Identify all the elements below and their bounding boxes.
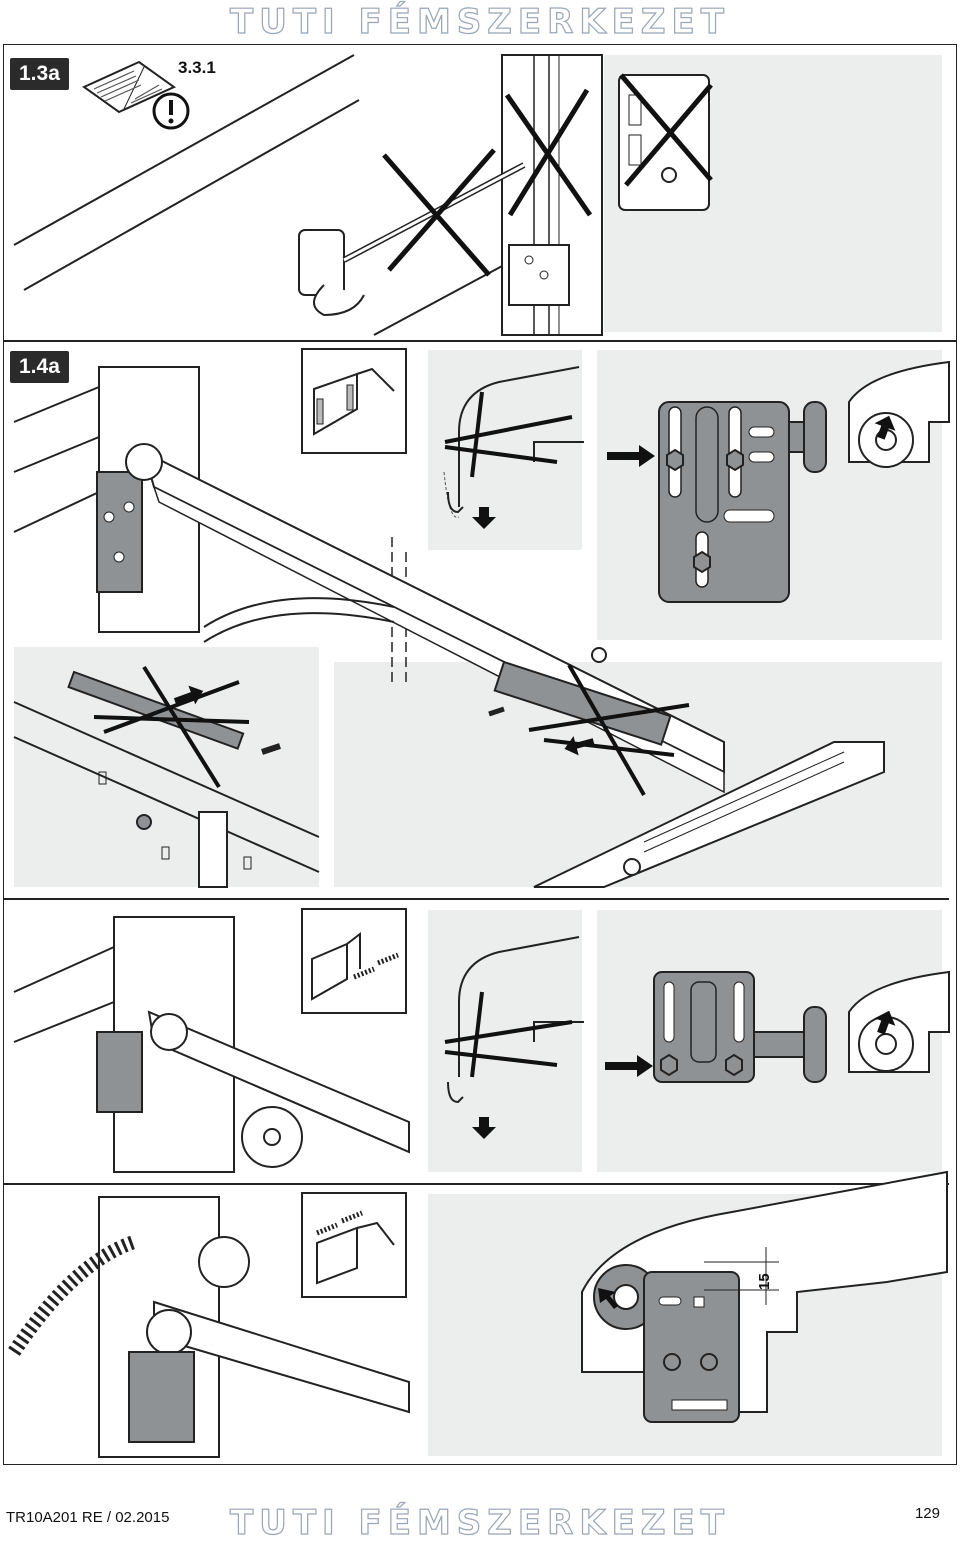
- watermark-bottom: TUTI FÉMSZERKEZET: [229, 1502, 730, 1543]
- cross-out-icon: [444, 391, 573, 478]
- warning-icon: [152, 92, 190, 130]
- trim-tool-icon: [301, 1192, 407, 1298]
- reference-number: 3.3.1: [178, 58, 216, 77]
- cross-out-icon: [619, 73, 713, 187]
- trim-tool-icon: [301, 348, 407, 454]
- page-number: 129: [914, 1505, 940, 1522]
- cross-out-icon: [528, 664, 690, 796]
- trim-tool-icon: [301, 908, 407, 1014]
- cross-out-icon: [93, 665, 250, 789]
- cross-out-icon: [382, 148, 496, 277]
- manual-icon: [82, 60, 176, 114]
- arrow-icon: [874, 415, 896, 440]
- section-label-1-3a: 1.3a: [10, 58, 69, 90]
- arrow-icon: [598, 1288, 618, 1309]
- separator-lines: [4, 360, 950, 1458]
- section-1-4a: [3, 341, 957, 1465]
- arrow-icon: [605, 1055, 653, 1077]
- illustration-1-3a: [13, 54, 710, 336]
- dimension-label: 15: [756, 1273, 773, 1290]
- section-1-3a: [3, 44, 957, 341]
- arrow-icon: [173, 685, 204, 705]
- arrow-icon: [607, 445, 655, 467]
- footer-doc-code: TR10A201 RE / 02.2015: [6, 1509, 170, 1526]
- arrow-icon: [472, 507, 496, 529]
- arrow-icon: [564, 736, 595, 756]
- section-label-1-4a: 1.4a: [10, 351, 69, 383]
- watermark-top: TUTI FÉMSZERKEZET: [229, 1, 730, 42]
- arrow-icon: [472, 1117, 496, 1139]
- arrow-icon: [874, 1010, 896, 1035]
- cross-out-icon: [444, 991, 573, 1078]
- cross-out-icon: [504, 88, 593, 217]
